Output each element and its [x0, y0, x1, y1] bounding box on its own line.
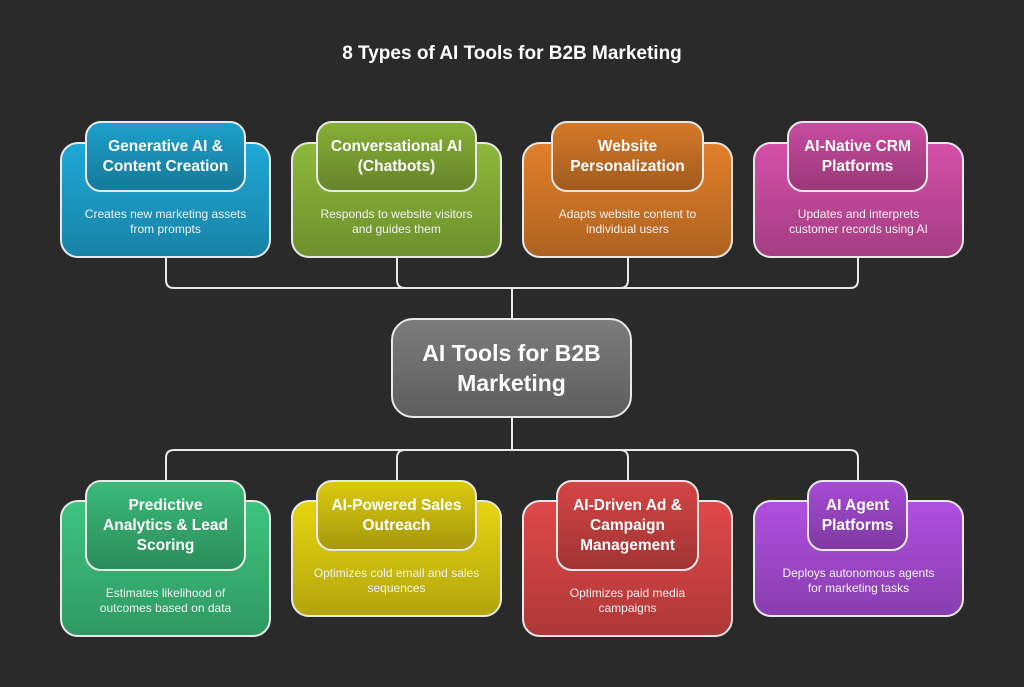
bottom-node-2-description: Optimizes cold email and sales sequences	[313, 566, 480, 595]
top-node-1-title: Generative AI & Content Creation	[85, 121, 246, 192]
top-node-3-title: Website Personalization	[551, 121, 704, 192]
bottom-node-3-description: Optimizes paid media campaigns	[569, 586, 686, 615]
connector-bottom	[165, 418, 859, 480]
bottom-node-4-description: Deploys autonomous agents for marketing …	[782, 566, 935, 595]
diagram-title: 8 Types of AI Tools for B2B Marketing	[342, 43, 682, 64]
connector-top	[165, 257, 859, 318]
top-node-4-description: Updates and interprets customer records …	[789, 207, 928, 236]
bottom-node-2-title: AI-Powered Sales Outreach	[316, 480, 477, 551]
top-node-3-description: Adapts website content to individual use…	[558, 207, 697, 236]
bottom-node-4-title: AI Agent Platforms	[807, 480, 908, 551]
center-node: AI Tools for B2B Marketing	[391, 318, 632, 418]
bottom-node-1-title: Predictive Analytics & Lead Scoring	[85, 480, 246, 571]
top-node-2-title: Conversational AI (Chatbots)	[316, 121, 477, 192]
top-node-4-title: AI-Native CRM Platforms	[787, 121, 928, 192]
bottom-node-1-description: Estimates likelihood of outcomes based o…	[99, 586, 232, 615]
top-node-2-description: Responds to website visitors and guides …	[320, 207, 473, 236]
bottom-node-3-title: AI-Driven Ad & Campaign Management	[556, 480, 699, 571]
top-node-1-description: Creates new marketing assets from prompt…	[84, 207, 247, 236]
